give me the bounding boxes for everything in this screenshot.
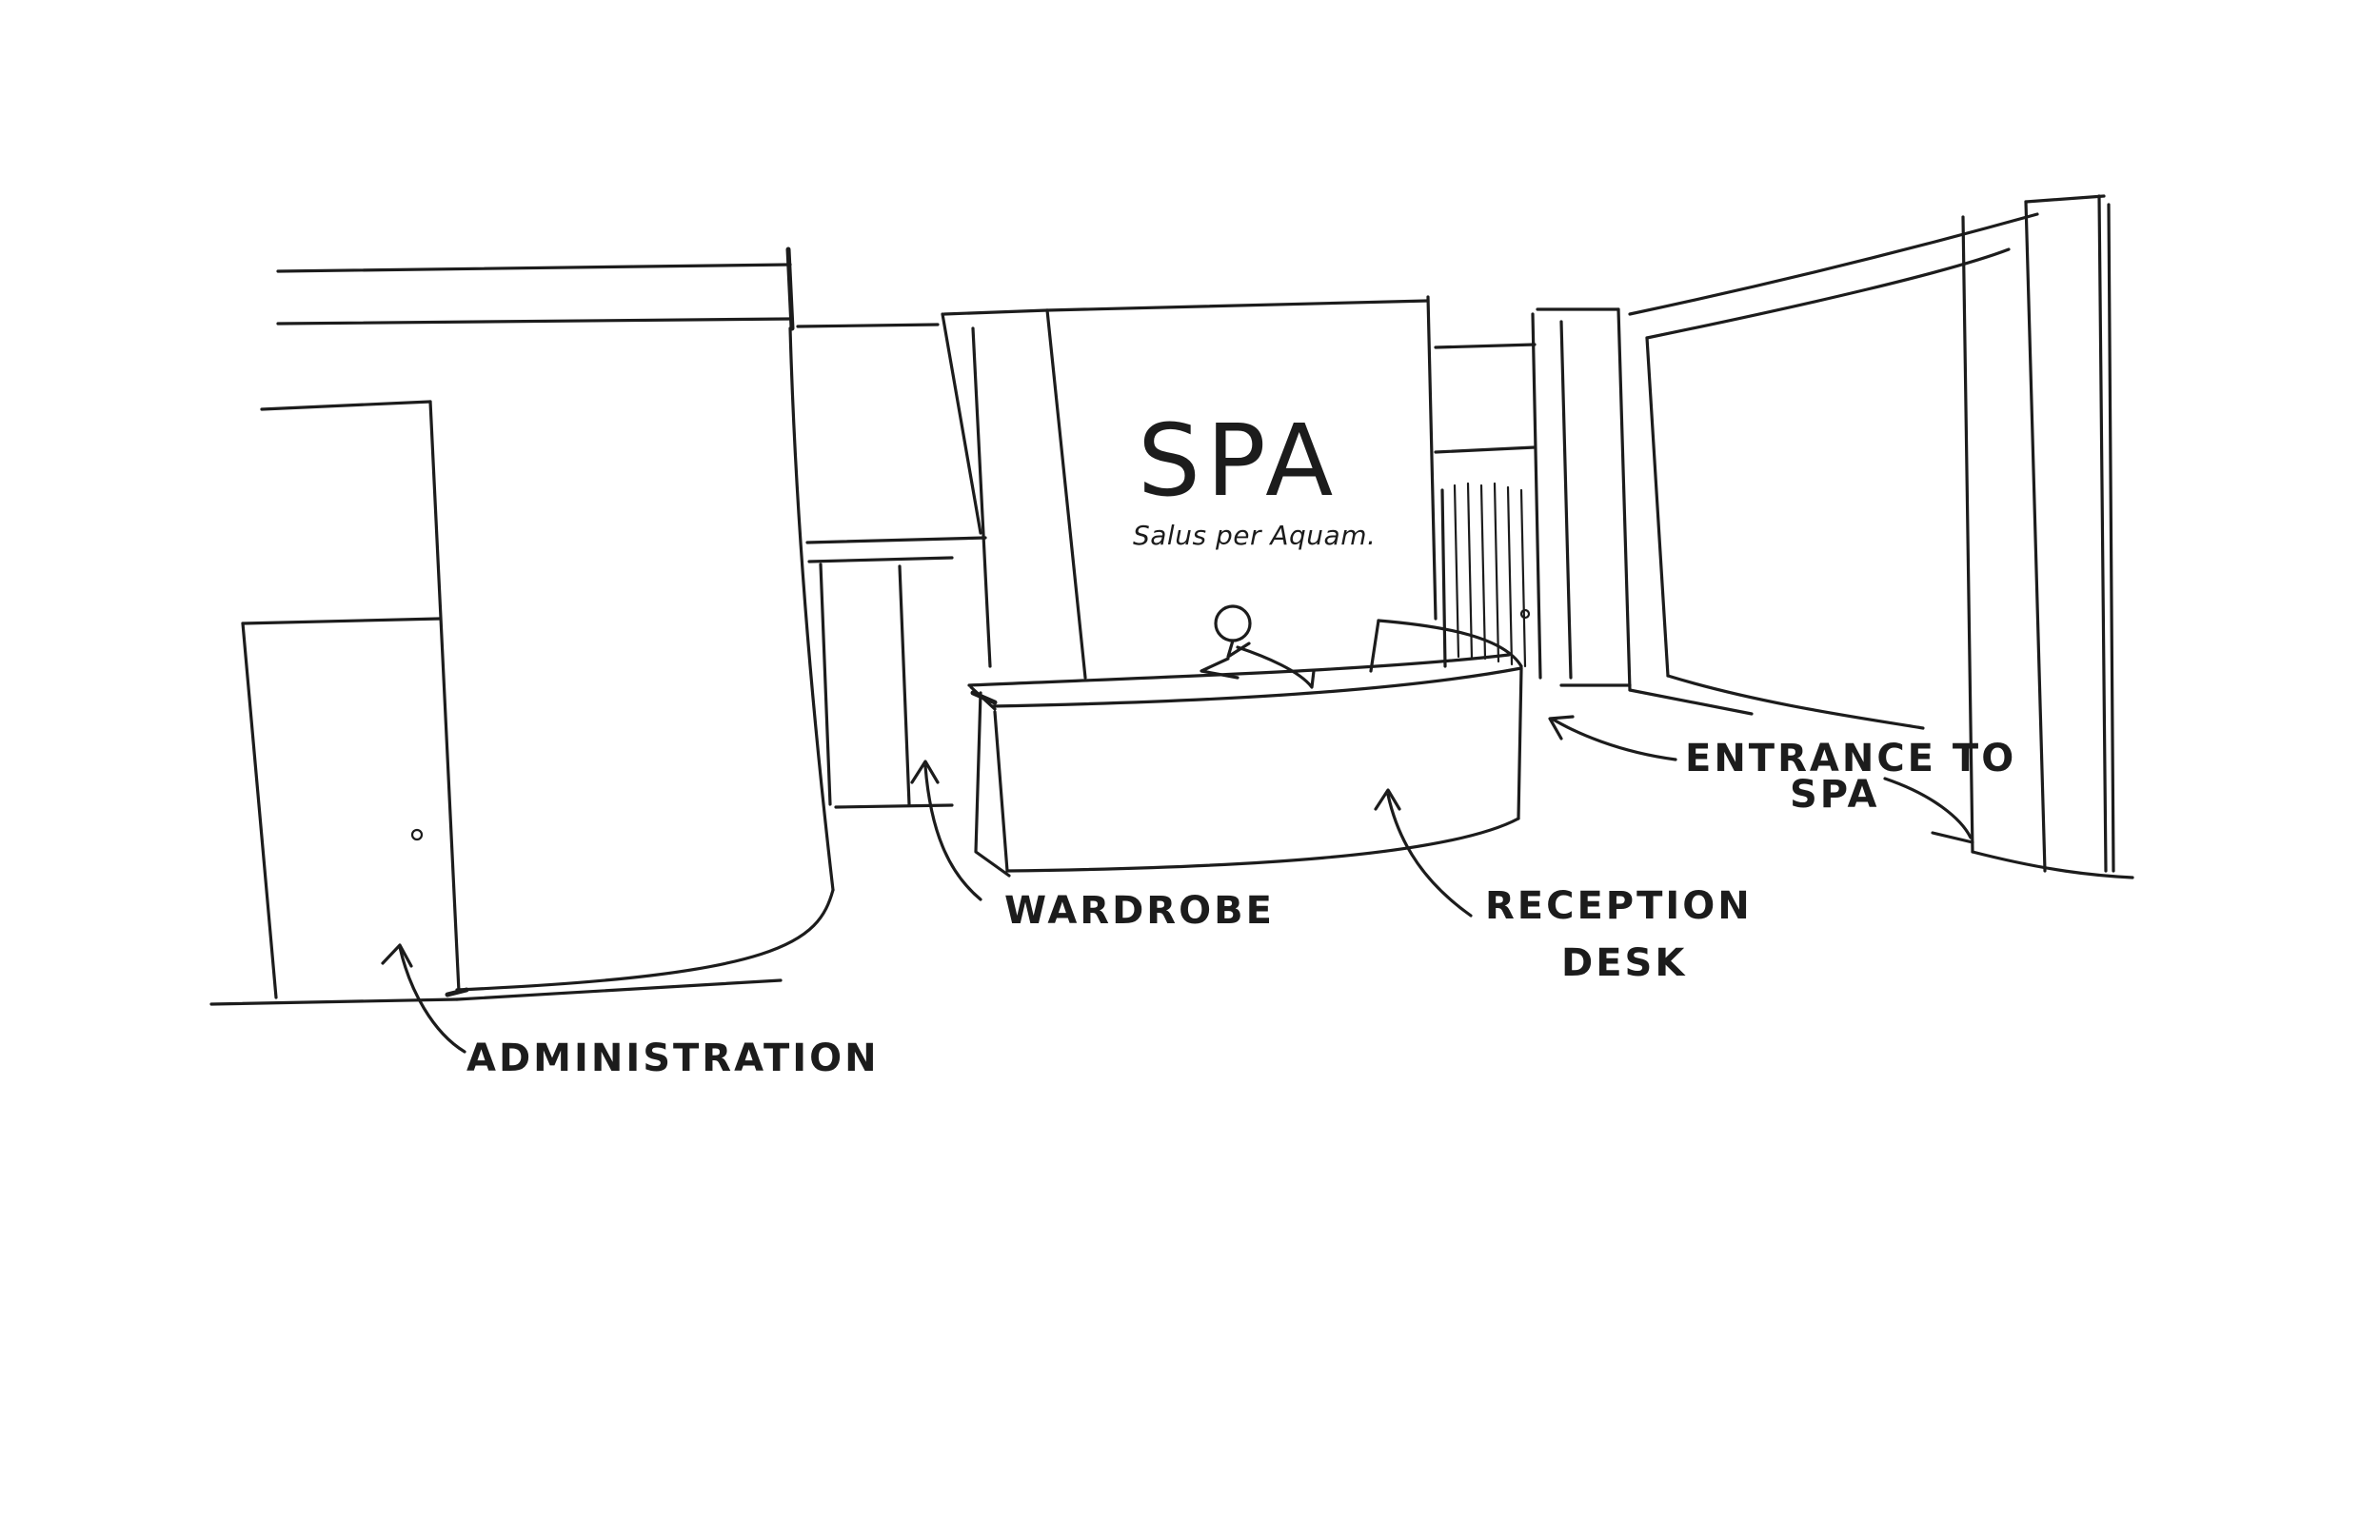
entrance-arrow xyxy=(1548,715,1973,839)
entrance-label-line1: ENTRANCE TO xyxy=(1685,737,2016,780)
reception-desk-label-line1: RECEPTION xyxy=(1485,884,1753,928)
left-pillar xyxy=(941,308,1087,680)
right-pillar xyxy=(1531,307,1632,692)
wardrobe-arrow xyxy=(910,760,982,901)
administration-block xyxy=(209,247,835,1006)
reception-desk-arrow xyxy=(1374,788,1473,918)
spa-entrance-portal xyxy=(1628,194,2134,879)
administration-arrow xyxy=(381,943,466,1054)
wardrobe-label: WARDROBE xyxy=(1004,889,1275,933)
administration-door xyxy=(241,617,442,999)
door-handle xyxy=(410,828,424,841)
reception-desk-label-line2: DESK xyxy=(1561,941,1687,985)
spa-sign-title: SPA xyxy=(1138,403,1339,519)
spa-sign-wall: SPA Salus per Aquam. xyxy=(1045,295,1438,621)
reception-desk xyxy=(967,619,1523,878)
entrance-label-line2: SPA xyxy=(1790,773,1879,817)
back-wall-left xyxy=(796,323,987,809)
administration-label: ADMINISTRATION xyxy=(466,1037,880,1080)
spa-sign-subtitle: Salus per Aquam. xyxy=(1133,520,1376,551)
back-wall-right xyxy=(1434,343,1537,668)
